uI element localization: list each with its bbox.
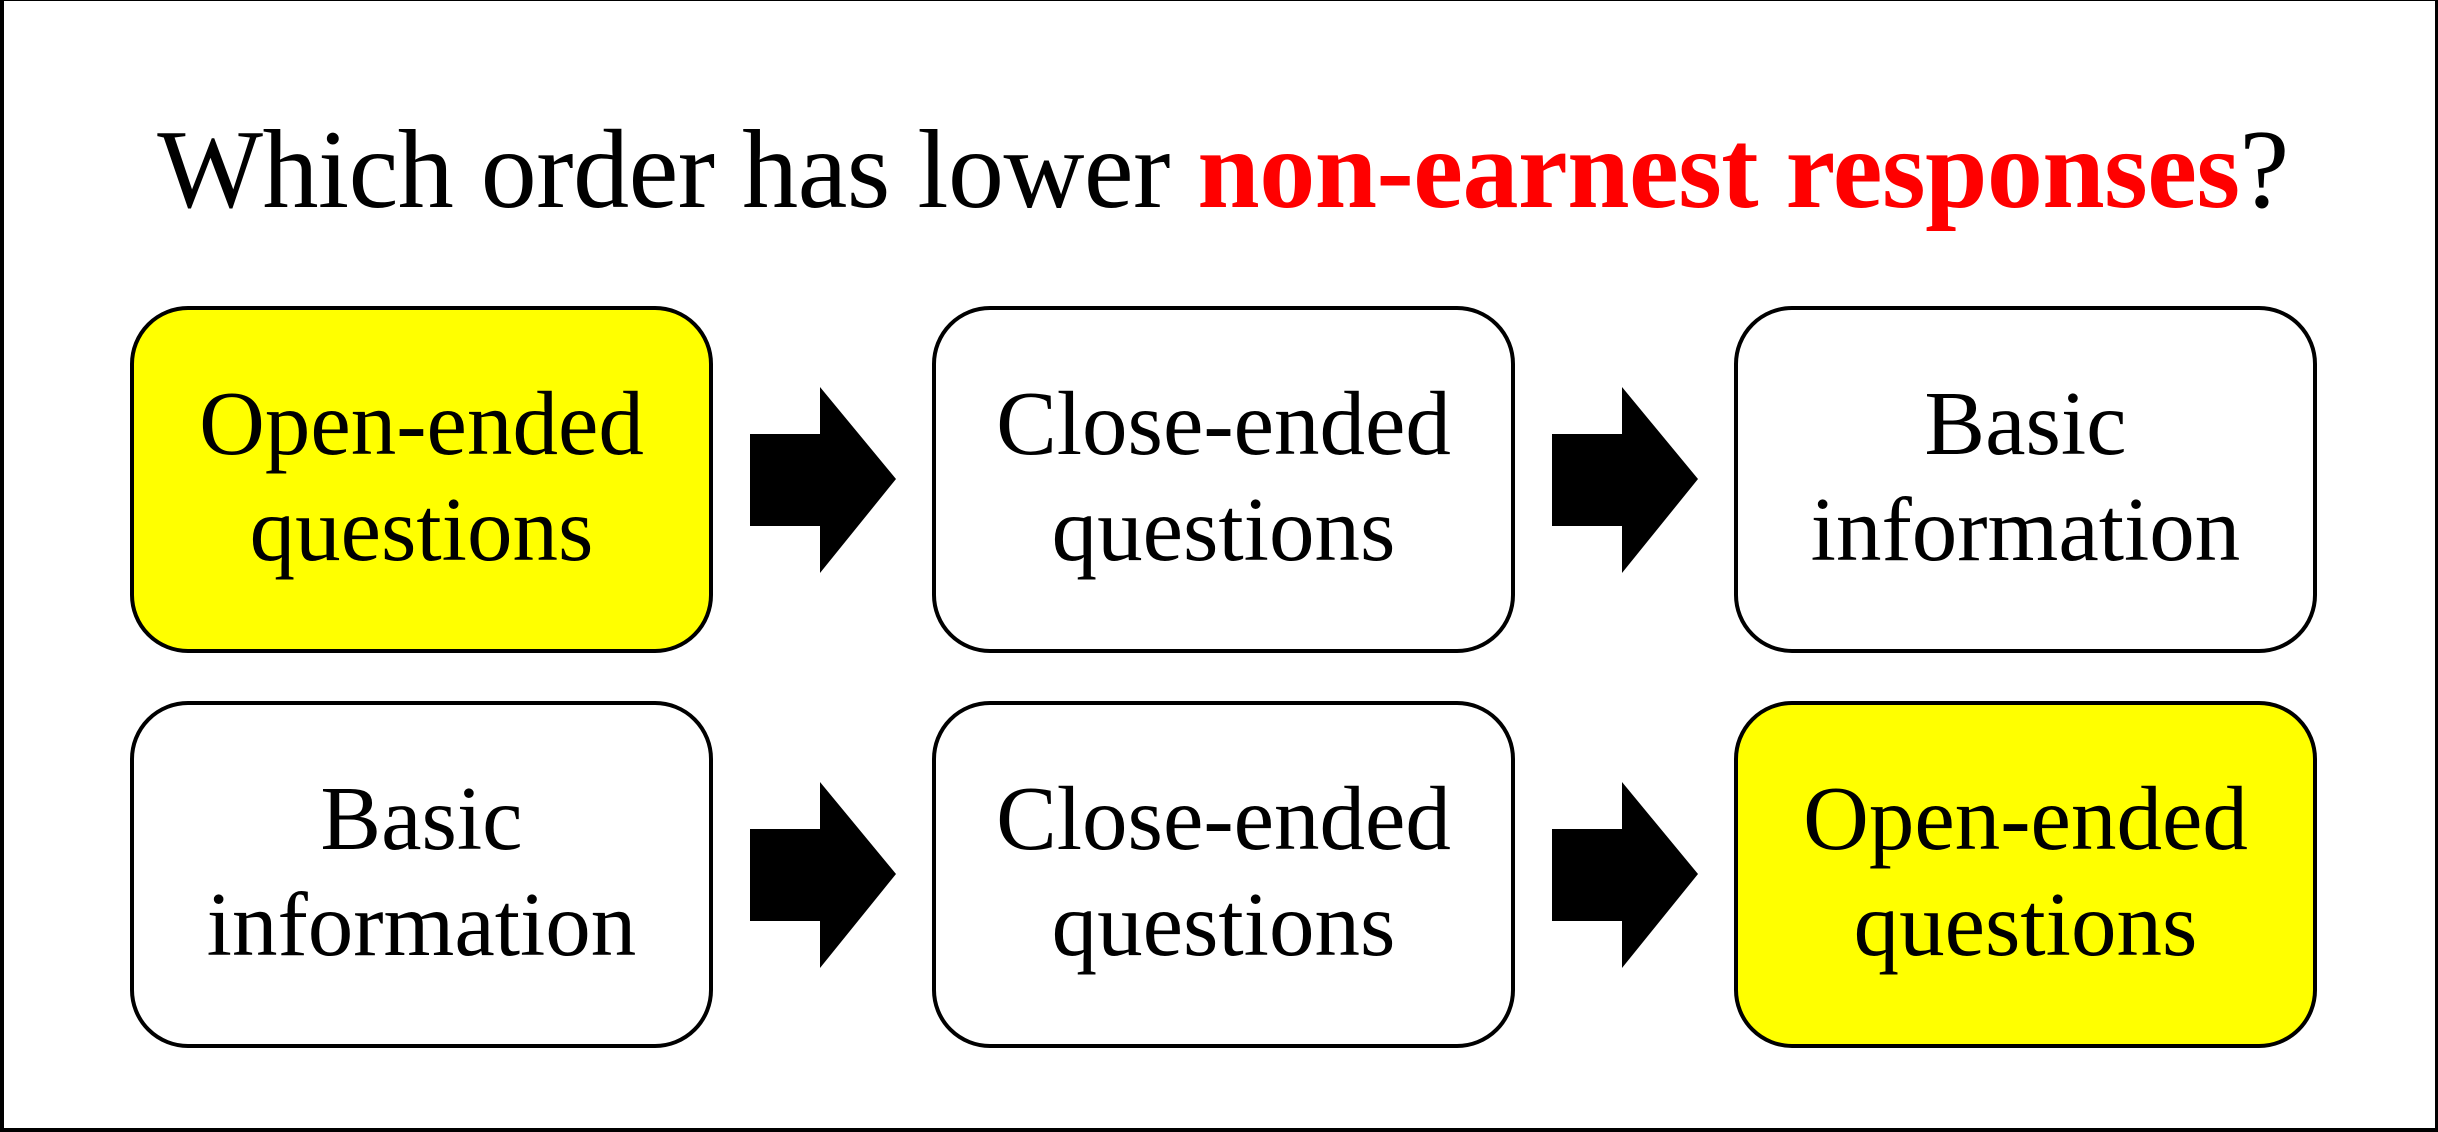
arrow-right-icon	[1552, 782, 1698, 968]
box-line-1: Close-ended	[996, 372, 1451, 474]
box-line-1: Basic	[1924, 372, 2127, 474]
arrow-right-icon	[750, 387, 896, 573]
title-prefix: Which order has lower	[157, 108, 1198, 232]
flow-box-row1-step2: Close-ended questions	[932, 306, 1515, 653]
box-line-2: questions	[1051, 873, 1396, 975]
arrow-right-icon	[750, 782, 896, 968]
box-line-2: questions	[1051, 478, 1396, 580]
box-line-2: information	[206, 873, 637, 975]
flow-box-row2-step1: Basic information	[130, 701, 713, 1048]
flow-box-row2-step2: Close-ended questions	[932, 701, 1515, 1048]
box-line-2: information	[1810, 478, 2241, 580]
box-line-2: questions	[1853, 873, 2198, 975]
slide-title: Which order has lower non-earnest respon…	[4, 105, 2438, 235]
box-line-1: Open-ended	[199, 372, 644, 474]
flow-box-row1-step3: Basic information	[1734, 306, 2317, 653]
flow-box-row1-step1: Open-ended questions	[130, 306, 713, 653]
box-line-1: Basic	[320, 767, 523, 869]
box-line-2: questions	[249, 478, 594, 580]
title-highlight: non-earnest responses	[1197, 108, 2240, 232]
flow-box-row2-step3: Open-ended questions	[1734, 701, 2317, 1048]
box-line-1: Close-ended	[996, 767, 1451, 869]
title-suffix: ?	[2239, 108, 2290, 232]
arrow-right-icon	[1552, 387, 1698, 573]
box-line-1: Open-ended	[1803, 767, 2248, 869]
